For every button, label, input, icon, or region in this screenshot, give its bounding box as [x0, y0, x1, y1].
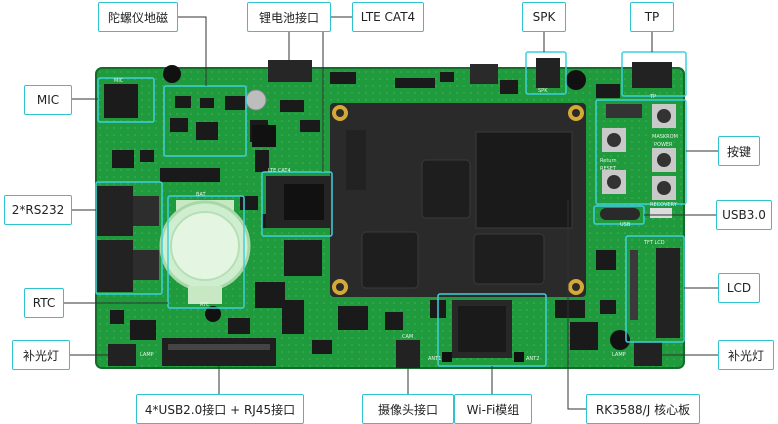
label-mic: MIC: [24, 85, 72, 115]
hl-gyro: [163, 85, 247, 157]
tp-connector: [632, 62, 672, 88]
spk-connector: [536, 58, 560, 88]
silk-ant1: ANT1: [428, 356, 441, 362]
silk-cam: CAM: [402, 334, 413, 340]
label-wifi: Wi-Fi模组: [454, 394, 532, 424]
label-gyro: 陀螺仪地磁: [98, 2, 178, 32]
label-battery: 锂电池接口: [247, 2, 331, 32]
silk-lamp-left: LAMP: [140, 352, 154, 358]
silk-usb: USB: [620, 222, 631, 228]
silk-return: Return: [600, 158, 617, 164]
fill-light-right-connector: [634, 342, 662, 366]
silkscreen: MIC SPK TP MASKROM POWER Return RESET RE…: [114, 78, 678, 362]
silk-maskrom: MASKROM: [652, 134, 678, 140]
label-lcd: LCD: [718, 273, 760, 303]
hl-rtc: [167, 195, 245, 309]
silk-recovery: RECOVERY: [650, 202, 678, 208]
silk-lamp-right: LAMP: [612, 352, 626, 358]
leader-lines: [62, 16, 718, 410]
hl-lcd: [625, 235, 685, 343]
label-fill-light-left: 补光灯: [12, 340, 70, 370]
label-usb3: USB3.0: [716, 200, 772, 230]
battery-connector: [268, 60, 312, 82]
label-usb2-rj45: 4*USB2.0接口 + RJ45接口: [136, 394, 304, 424]
mic-hole: [163, 65, 181, 83]
label-keys: 按键: [718, 136, 760, 166]
mic-component: [104, 84, 138, 118]
wifi-module: [442, 300, 524, 362]
rtc-battery-holder: [159, 200, 251, 322]
hl-mic: [97, 77, 155, 123]
silk-bat: BAT: [196, 192, 206, 198]
fill-light-left-connector: [108, 344, 136, 366]
silk-lte: LTE CAT4: [268, 168, 291, 174]
silk-ant2: ANT2: [526, 356, 539, 362]
usb2-rj45-connector: [162, 338, 276, 366]
highlight-boxes: [95, 51, 687, 367]
silk-tft: TFT LCD: [643, 240, 665, 246]
label-core: RK3588/J 核心板: [586, 394, 700, 424]
label-rs232: 2*RS232: [4, 195, 72, 225]
buzzer: [245, 89, 267, 111]
hl-tp: [621, 51, 687, 97]
silk-rtc: RTC: [200, 302, 210, 308]
label-spk: SPK: [522, 2, 566, 32]
rs232-connectors: [97, 186, 159, 292]
silk-reset: RESET: [600, 166, 617, 172]
rk3588-core-board: [330, 103, 586, 297]
silk-tp: TP: [649, 94, 656, 100]
hl-lte: [261, 171, 333, 237]
silk-mic: MIC: [114, 78, 124, 84]
silk-spk: SPK: [538, 88, 548, 94]
usb3-port: [600, 208, 640, 220]
label-lte: LTE CAT4: [352, 2, 424, 32]
label-camera: 摄像头接口: [362, 394, 454, 424]
camera-connector: [396, 340, 420, 368]
lcd-connector: [656, 248, 680, 338]
hl-spk: [525, 51, 567, 95]
label-rtc: RTC: [24, 288, 64, 318]
silk-power: POWER: [654, 142, 673, 148]
label-tp: TP: [630, 2, 674, 32]
hl-keys: [595, 99, 687, 205]
hl-rs232: [95, 181, 163, 295]
label-fill-light-right: 补光灯: [718, 340, 774, 370]
key-buttons: [602, 104, 676, 200]
